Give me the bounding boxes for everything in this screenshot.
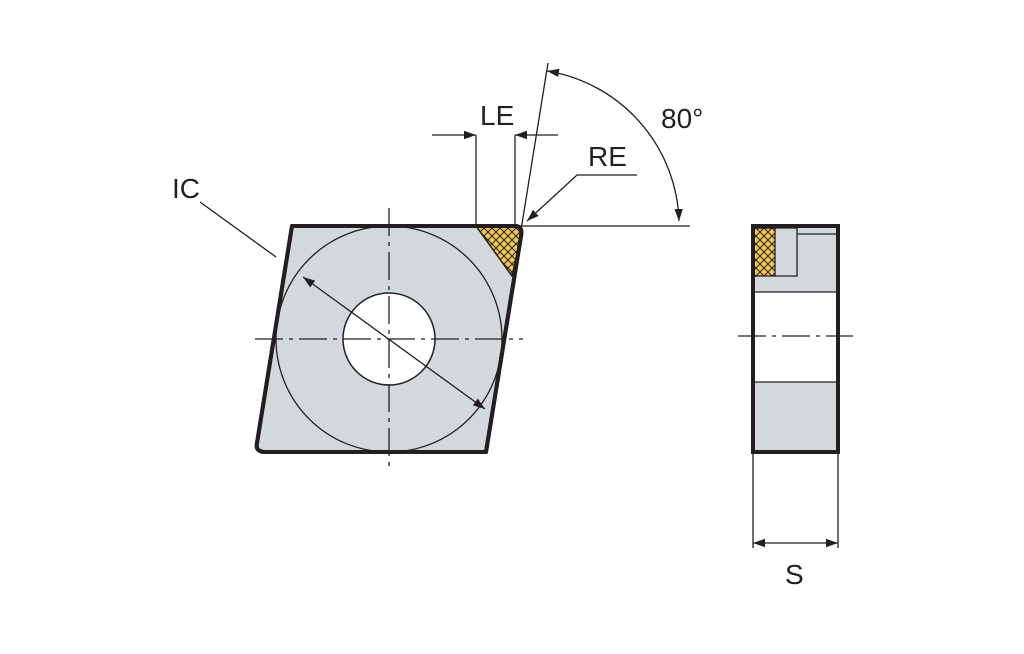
ic-callout: IC (172, 173, 277, 258)
insert-side-view (738, 224, 853, 454)
le-label: LE (480, 100, 514, 131)
re-leader-line (526, 174, 637, 222)
side-body-bottom (753, 382, 838, 452)
ic-dimension-arrow (302, 276, 486, 410)
angle-dimension: 80° (520, 62, 703, 231)
angle-edge-extension (520, 62, 549, 231)
side-cutting-tip (753, 227, 776, 277)
re-callout: RE (526, 141, 637, 222)
ic-leader-line (199, 201, 277, 258)
angle-label: 80° (661, 103, 703, 134)
insert-front-view (254, 208, 524, 470)
re-label: RE (588, 141, 627, 172)
angle-arc (546, 68, 683, 222)
side-outline (751, 224, 840, 454)
le-dimension: LE (432, 100, 558, 228)
s-dimension: S (752, 452, 839, 590)
ic-label: IC (172, 173, 200, 204)
s-label: S (785, 559, 804, 590)
